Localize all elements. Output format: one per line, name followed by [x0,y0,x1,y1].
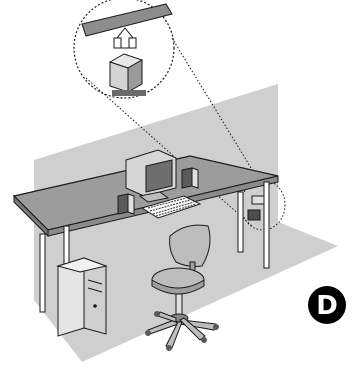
chair-caster [154,311,160,317]
badge-letter: D [316,291,338,321]
keyboard [140,195,202,219]
desk-leg [237,191,244,253]
highlight-ellipse [240,179,286,231]
chair-seat-front [151,279,205,295]
tower-slot [87,287,103,293]
desk-leg [263,181,270,269]
chair-caster [201,337,207,343]
chair-column [175,293,183,317]
speaker-right [181,167,199,189]
magnified-box-side [127,59,143,93]
speaker-front [117,193,129,215]
chair-back [169,224,211,267]
office-chair [145,224,219,351]
tower-top [56,257,108,273]
monitor-stand [138,191,170,203]
chair-base-leg [179,317,206,341]
chair-caster [213,324,219,330]
chair-caster [166,345,172,351]
magnified-box-shadow [112,90,146,96]
monitor-screen [145,159,173,193]
magnifier-detail [73,0,175,99]
tower-slot [87,279,103,285]
letter-badge-d: D [308,286,346,324]
callout-line [171,37,263,187]
speaker-left [117,193,135,215]
speaker-side [191,167,199,189]
badge-circle [308,286,346,324]
speaker-side [127,193,135,215]
magnified-desk-edge [81,3,173,37]
keyboard-keys [147,197,197,217]
up-arrow-icon [115,27,135,49]
computer-tower [56,257,108,337]
monitor [125,149,177,203]
under-desk-box [251,195,265,205]
power-button [93,304,97,308]
under-desk-box [247,209,261,221]
chair-caster [145,330,151,336]
desk-leg [39,233,46,313]
speaker-front [181,167,193,189]
